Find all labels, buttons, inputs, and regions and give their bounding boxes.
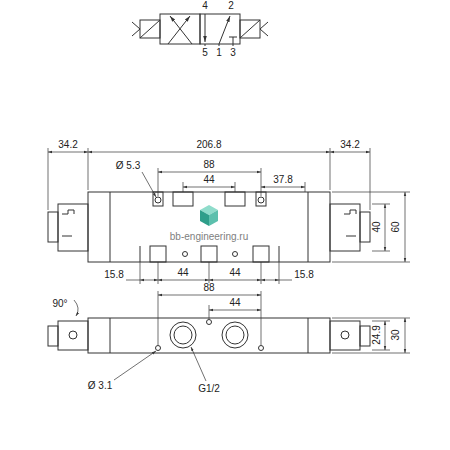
dimension-lines [74, 291, 410, 381]
dimension-label: 44 [228, 298, 241, 308]
port-number: 1 [215, 48, 223, 58]
dimension-label: 34.2 [57, 140, 78, 150]
dimension-label: G1/2 [197, 384, 221, 394]
dimension-label: 40 [372, 220, 382, 233]
dimension-label: 15.8 [103, 270, 124, 280]
dimension-label: 24.9 [372, 324, 382, 345]
side-view [48, 318, 370, 353]
dimension-label: 34.2 [339, 140, 360, 150]
port-number: 3 [229, 48, 237, 58]
dimension-label: Ø 3.1 [87, 381, 113, 391]
dimension-label: 206.8 [195, 140, 222, 150]
dimension-label: 88 [202, 283, 215, 293]
dimension-label: Ø 5.3 [115, 161, 141, 171]
port-number: 4 [201, 1, 209, 11]
front-view [48, 192, 370, 262]
dimension-lines [48, 148, 410, 284]
watermark: bb-engineering.ru [169, 232, 249, 242]
dimension-label: 44 [202, 175, 215, 185]
port-number: 5 [201, 48, 209, 58]
dimension-label: 44 [228, 268, 241, 278]
logo-cube [200, 205, 218, 226]
dimension-label: 60 [391, 220, 401, 233]
dimension-label: 44 [176, 268, 189, 278]
dimension-label: 88 [202, 160, 215, 170]
dimension-label: 37.8 [272, 175, 293, 185]
dimension-label: 30 [391, 328, 401, 341]
dimension-label: 15.8 [293, 270, 314, 280]
port-number: 2 [227, 1, 235, 11]
dimension-label: 90° [51, 299, 68, 309]
valve-symbol [132, 14, 268, 46]
